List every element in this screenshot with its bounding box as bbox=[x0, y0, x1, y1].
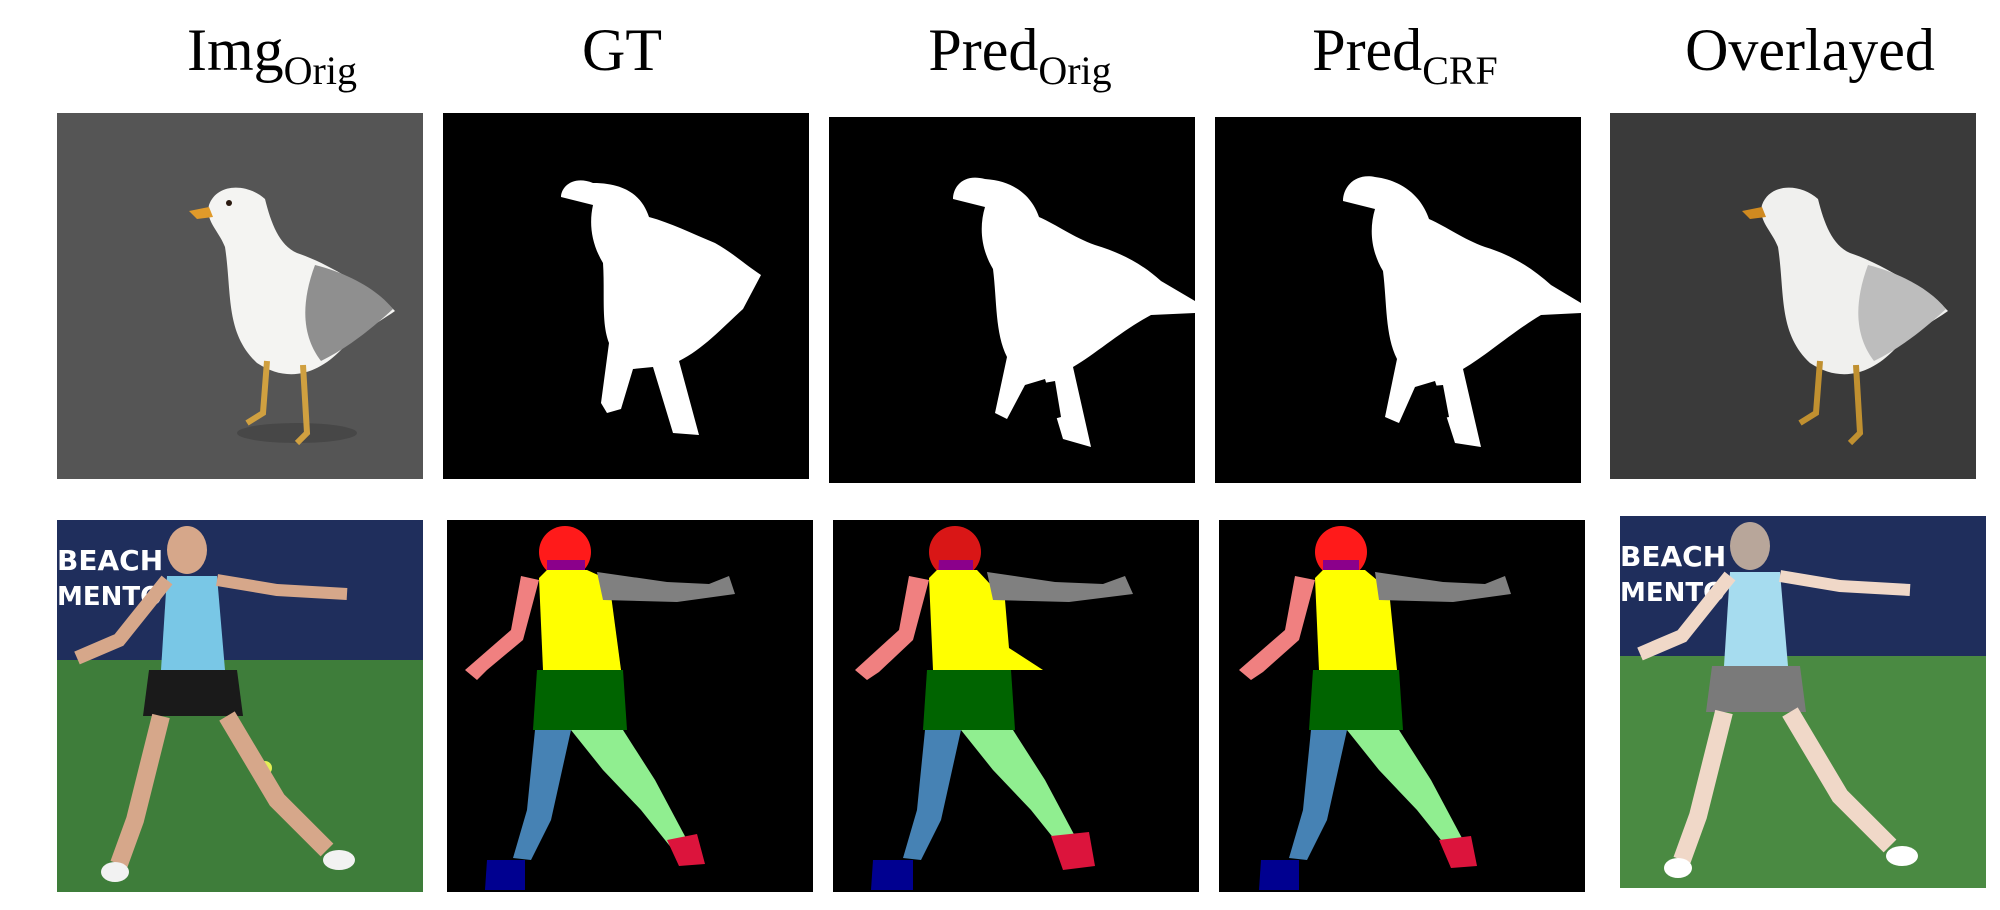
tennis-ground-truth-mask bbox=[447, 520, 813, 892]
seagull-mask-shape bbox=[561, 180, 761, 435]
seagull-ground-truth-mask bbox=[443, 113, 809, 479]
seagull-pred-crf-mask bbox=[1215, 117, 1581, 483]
tennis-overlay-image: BEACH MENTO bbox=[1620, 516, 1986, 888]
tennis-pred-orig-mask bbox=[833, 520, 1199, 892]
seagull-pred-orig-mask bbox=[829, 117, 1195, 483]
seagull-original-image bbox=[57, 113, 423, 479]
svg-text:BEACH: BEACH bbox=[1620, 540, 1726, 573]
column-header-img-orig: ImgOrig bbox=[187, 17, 357, 93]
svg-text:BEACH: BEACH bbox=[57, 544, 163, 577]
seagull-overlay-image bbox=[1610, 113, 1976, 479]
seagull-pred-shape bbox=[953, 177, 1195, 447]
tennis-pred-crf-mask bbox=[1219, 520, 1585, 892]
column-header-pred-crf: PredCRF bbox=[1312, 17, 1498, 93]
seagull-crf-shape bbox=[1343, 176, 1581, 447]
seagull-photo bbox=[57, 113, 423, 479]
column-header-gt: GT bbox=[582, 17, 662, 83]
column-header-pred-orig: PredOrig bbox=[928, 17, 1112, 93]
column-header-overlayed: Overlayed bbox=[1685, 17, 1935, 83]
tennis-original-image: BEACH MENTO bbox=[57, 520, 423, 892]
